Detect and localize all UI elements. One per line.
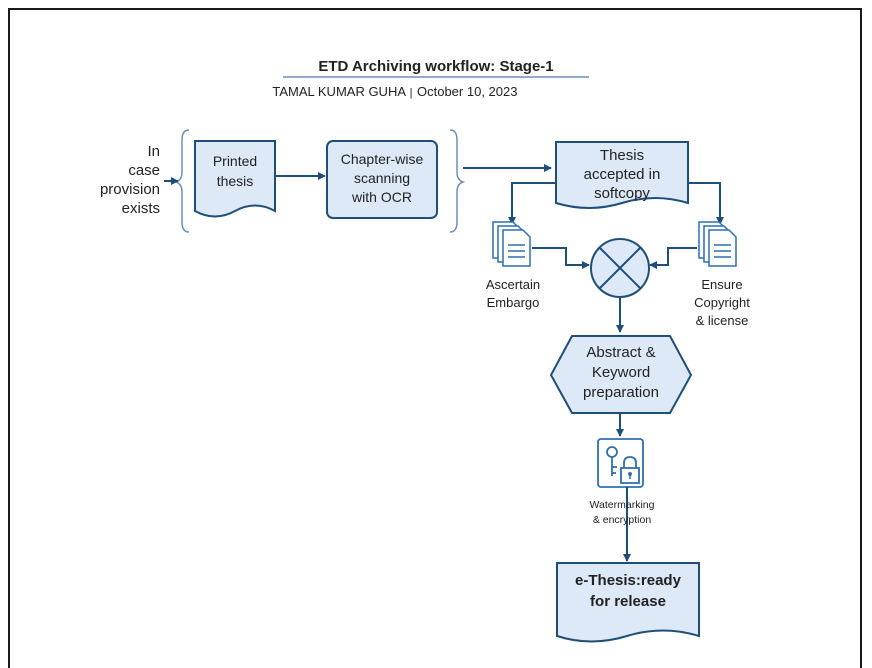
printed-thesis-shape (194, 140, 276, 218)
date-label: October 10, 2023 (417, 84, 517, 99)
svg-text:Keyword: Keyword (592, 364, 650, 381)
right-brace (449, 129, 466, 233)
svg-text:Watermarking: Watermarking (590, 499, 655, 511)
softcopy-label: Thesis accepted in softcopy (584, 147, 661, 202)
svg-text:& license: & license (696, 313, 749, 328)
svg-text:Embargo: Embargo (487, 295, 540, 310)
svg-text:Printed: Printed (213, 153, 257, 169)
svg-text:& encryption: & encryption (593, 514, 652, 526)
svg-text:Ensure: Ensure (701, 277, 742, 292)
svg-text:Thesis: Thesis (600, 147, 644, 164)
svg-text:for release: for release (590, 593, 666, 610)
svg-text:scanning: scanning (354, 170, 410, 186)
title-separator: | (410, 87, 413, 99)
arrow-embargo-to-junction (532, 247, 590, 269)
ethesis-shape (556, 562, 700, 643)
svg-text:preparation: preparation (583, 384, 659, 401)
author-name: TAMAL KUMAR GUHA (272, 84, 406, 99)
svg-text:Chapter-wise: Chapter-wise (341, 151, 424, 167)
abstract-keyword-label: Abstract & Keyword preparation (583, 344, 659, 401)
printed-thesis-label: Printed thesis (213, 153, 257, 189)
svg-text:Abstract &: Abstract & (586, 344, 655, 361)
embargo-documents-icon (492, 221, 531, 267)
abstract-keyword-hexagon (549, 335, 693, 414)
merge-junction (590, 238, 650, 298)
svg-text:Ascertain: Ascertain (486, 277, 540, 292)
svg-text:exists: exists (122, 200, 160, 217)
side-note: In case provision exists (100, 143, 160, 217)
diagram-title: ETD Archiving workflow: Stage-1 (318, 58, 553, 75)
svg-text:e-Thesis:ready: e-Thesis:ready (575, 572, 682, 589)
svg-text:thesis: thesis (217, 173, 254, 189)
watermarking-label: Watermarking & encryption (590, 499, 655, 526)
arrow-copyright-to-junction (649, 247, 697, 269)
softcopy-shape (555, 141, 689, 209)
svg-text:In: In (147, 143, 160, 160)
arrow-to-copyright (688, 182, 724, 225)
svg-text:Copyright: Copyright (694, 295, 750, 310)
scanning-box (326, 140, 438, 219)
svg-text:provision: provision (100, 181, 160, 198)
key-lock-icon (597, 438, 644, 488)
svg-text:with OCR: with OCR (351, 189, 412, 205)
svg-text:accepted in: accepted in (584, 166, 661, 183)
ethesis-label: e-Thesis:ready for release (575, 572, 682, 610)
diagram-frame (8, 8, 862, 668)
copyright-label: Ensure Copyright & license (694, 277, 750, 328)
scanning-label: Chapter-wise scanning with OCR (341, 151, 424, 205)
embargo-label: Ascertain Embargo (486, 277, 540, 310)
svg-text:softcopy: softcopy (594, 185, 650, 202)
svg-text:case: case (128, 162, 160, 179)
copyright-documents-icon (698, 221, 737, 267)
arrow-to-embargo (508, 182, 556, 225)
